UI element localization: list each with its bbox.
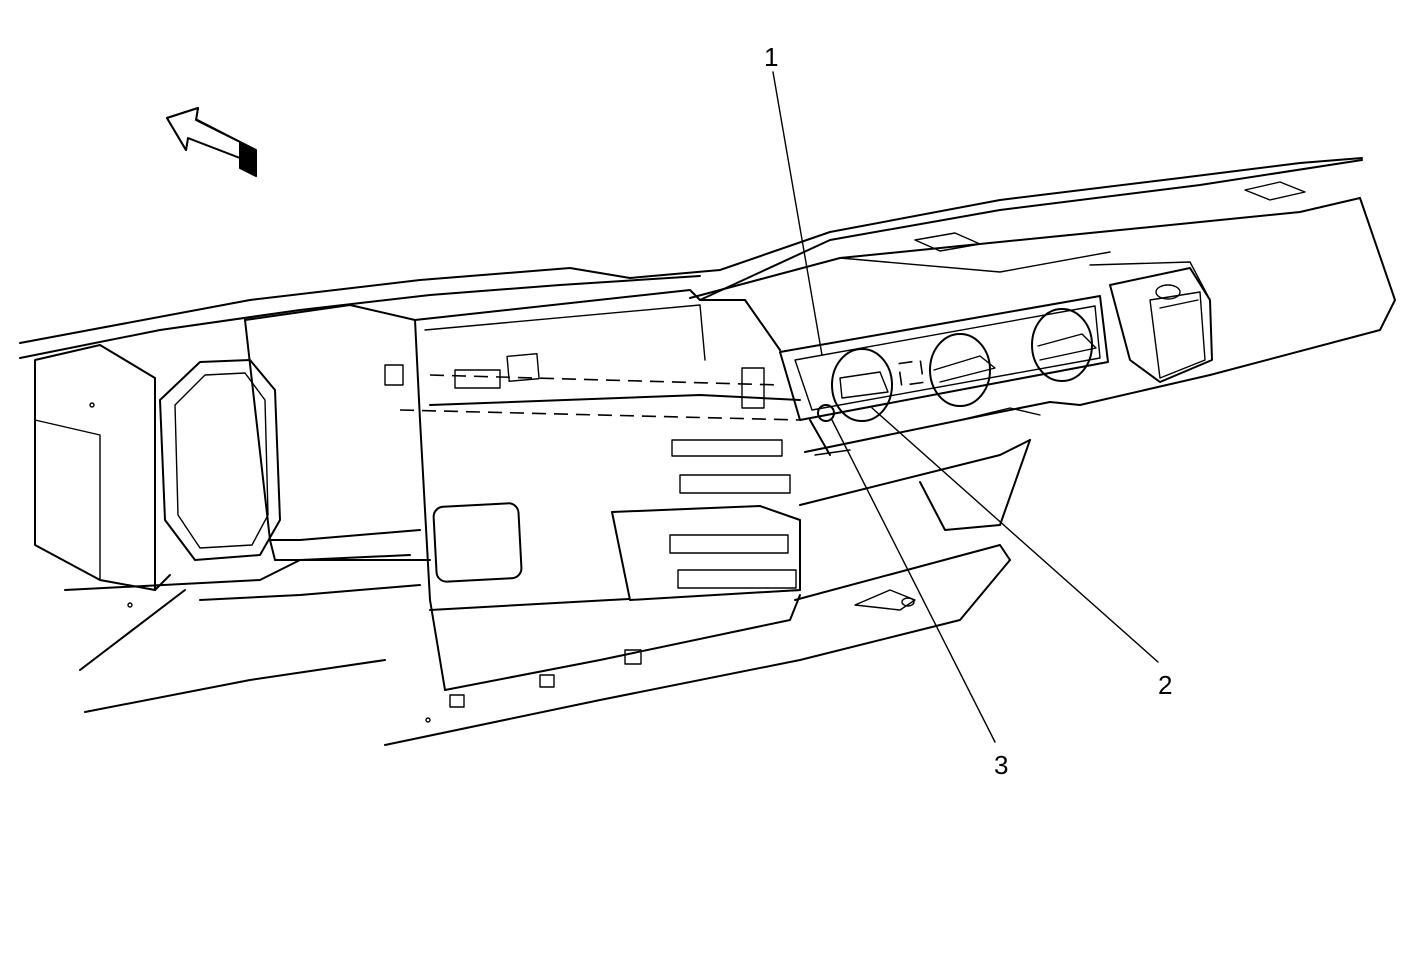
callout-3: 3 [994, 750, 1008, 780]
callout-2: 2 [1158, 670, 1172, 700]
lower-dash-body [384, 401, 1081, 746]
left-dash-section [34, 304, 431, 723]
hvac-control-panel [779, 295, 1109, 422]
leader-line-2 [871, 407, 1159, 663]
forward-arrow-icon [166, 107, 257, 178]
dash-top-outline [19, 157, 1396, 406]
leader-lines [772, 71, 1159, 743]
leader-line-3 [831, 419, 996, 743]
callout-1: 1 [764, 42, 778, 72]
cluster-opening [384, 289, 801, 708]
leader-line-1 [772, 71, 823, 356]
right-air-vent [1109, 267, 1213, 383]
